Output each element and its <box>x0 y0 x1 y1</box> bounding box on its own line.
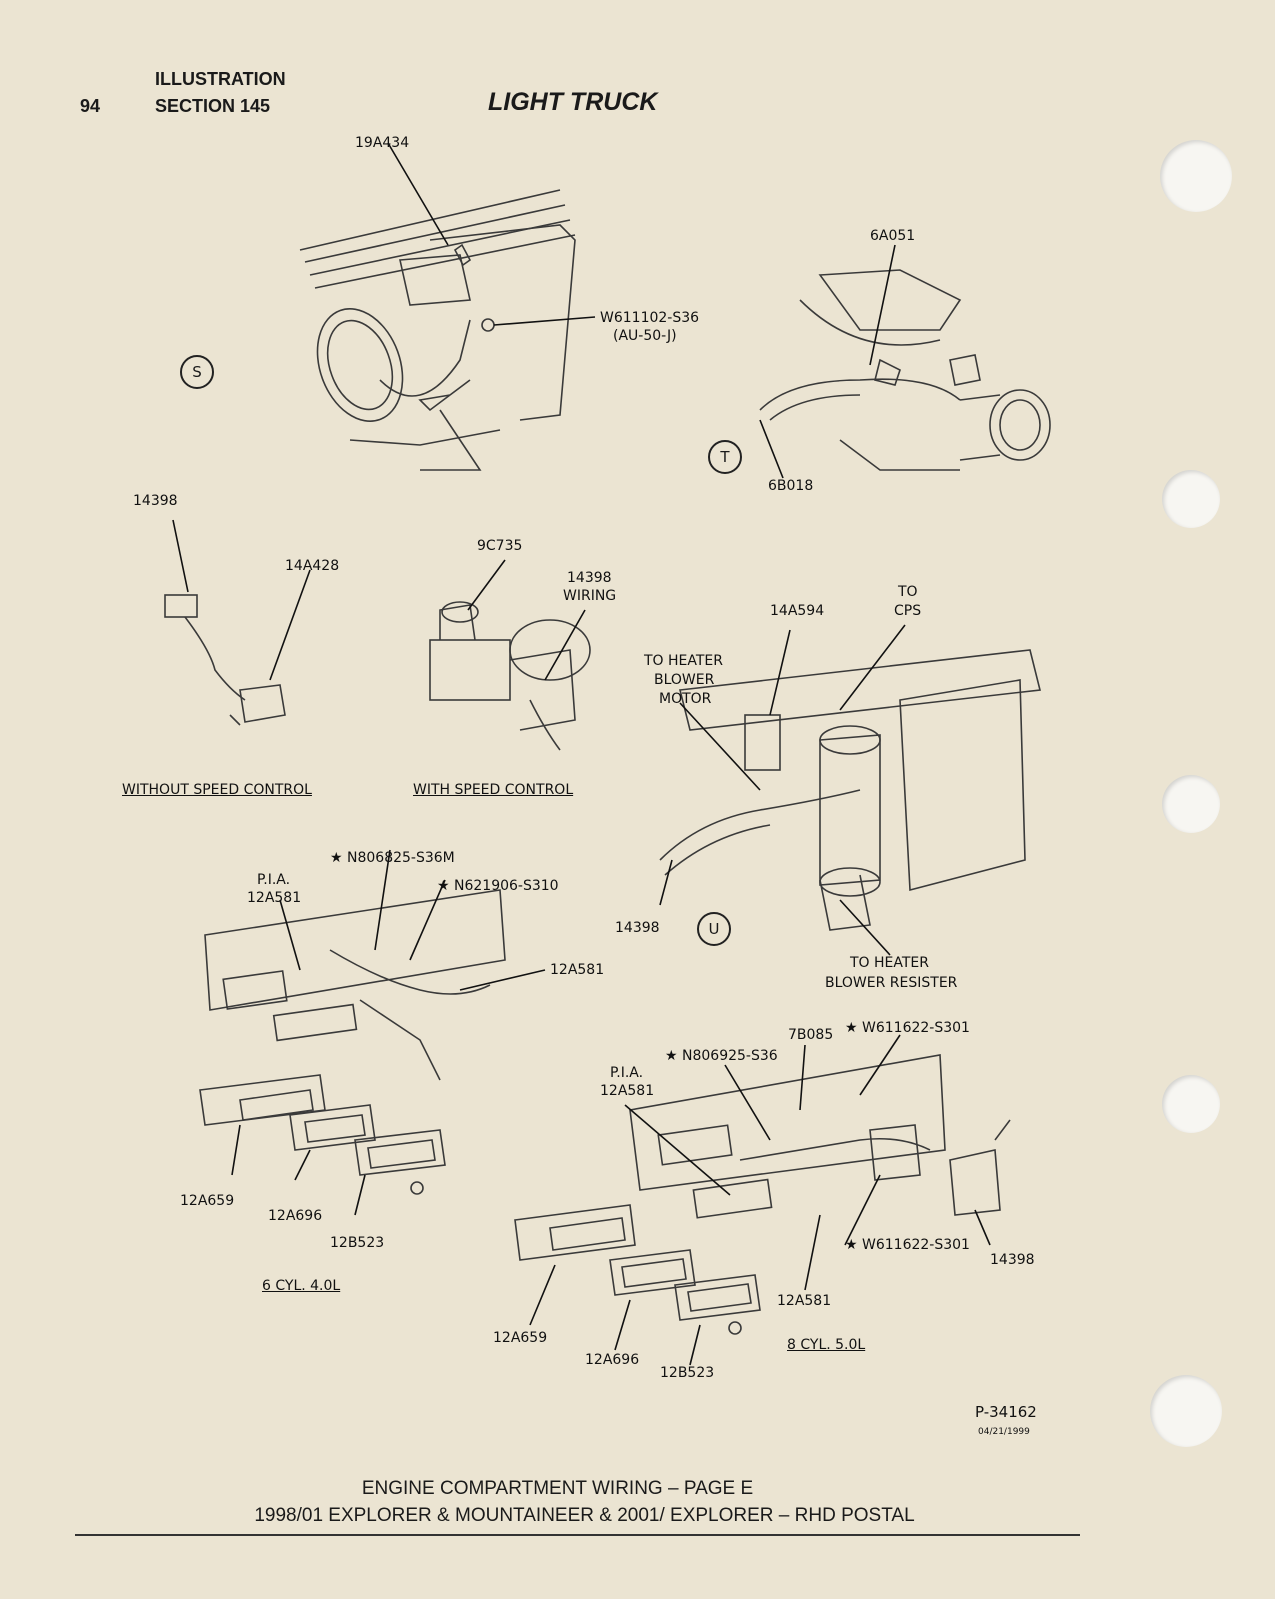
binder-hole <box>1150 1375 1222 1447</box>
label-14398-wiring: 14398 <box>567 570 612 586</box>
label-6a051: 6A051 <box>870 228 916 244</box>
caption-without-speed-control: WITHOUT SPEED CONTROL <box>122 782 312 798</box>
illustration-label: ILLUSTRATION <box>155 69 286 89</box>
label-w611102-s36: W611102-S36 <box>600 310 700 326</box>
label-to: TO <box>898 584 918 600</box>
binder-hole <box>1160 140 1232 212</box>
label-12a581-pia-8: 12A581 <box>600 1083 655 1099</box>
label-cps: CPS <box>894 603 922 619</box>
footer-line-2: 1998/01 EXPLORER & MOUNTAINEER & 2001/ E… <box>254 1505 915 1526</box>
figure-id: P-34162 <box>975 1403 1037 1421</box>
label-to-heater-2: TO HEATER <box>850 955 930 971</box>
label-n621906-s310: ★ N621906-S310 <box>437 878 559 894</box>
label-wiring: WIRING <box>563 588 617 604</box>
view-u-marker: U <box>697 912 731 946</box>
label-motor: MOTOR <box>659 691 712 707</box>
label-14398-u: 14398 <box>615 920 660 936</box>
label-12a659-8: 12A659 <box>493 1330 548 1346</box>
label-9c735: 9C735 <box>477 538 523 554</box>
label-12b523-8: 12B523 <box>660 1365 715 1381</box>
binder-hole <box>1162 775 1220 833</box>
label-w611622-s301: ★ W611622-S301 <box>845 1020 970 1036</box>
label-14398-8: 14398 <box>990 1252 1035 1268</box>
label-6b018: 6B018 <box>768 478 814 494</box>
label-12b523: 12B523 <box>330 1235 385 1251</box>
with-speed-control-drawing <box>429 559 591 751</box>
label-12a581-pia: 12A581 <box>247 890 302 906</box>
cyl8-drawing <box>514 1034 1011 1366</box>
figure-date: 04/21/1999 <box>978 1427 1030 1437</box>
label-12a659: 12A659 <box>180 1193 235 1209</box>
label-w611622-s301-2: ★ W611622-S301 <box>845 1237 970 1253</box>
footer-line-1: ENGINE COMPARTMENT WIRING – PAGE E <box>361 1478 754 1499</box>
label-12a581: 12A581 <box>550 962 605 978</box>
label-12a696: 12A696 <box>268 1208 323 1224</box>
label-7b085: 7B085 <box>788 1027 834 1043</box>
cyl6-drawing <box>199 849 546 1216</box>
view-s-drawing <box>299 142 596 471</box>
label-n806925-s36: ★ N806925-S36 <box>665 1048 778 1064</box>
label-n806825-s36m: ★ N806825-S36M <box>330 850 455 866</box>
label-to-heater: TO HEATER <box>644 653 724 669</box>
label-14a594: 14A594 <box>770 603 825 619</box>
binder-hole <box>1162 1075 1220 1133</box>
caption-8-cyl: 8 CYL. 5.0L <box>787 1337 866 1353</box>
label-14a428: 14A428 <box>285 558 340 574</box>
page-number: 94 <box>80 96 101 116</box>
label-12a581-8: 12A581 <box>777 1293 832 1309</box>
view-t-drawing <box>759 244 1051 479</box>
label-pia-8: P.I.A. <box>610 1065 644 1081</box>
binder-hole <box>1162 470 1220 528</box>
page-title: LIGHT TRUCK <box>488 88 658 116</box>
view-u-drawing <box>659 624 1041 956</box>
without-speed-control-drawing <box>164 519 311 726</box>
label-blower: BLOWER <box>654 672 715 688</box>
label-blower-resister: BLOWER RESISTER <box>825 975 958 991</box>
label-pia: P.I.A. <box>257 872 291 888</box>
caption-6-cyl: 6 CYL. 4.0L <box>262 1278 341 1294</box>
label-19a434: 19A434 <box>355 135 410 151</box>
section-label: SECTION 145 <box>155 96 271 116</box>
view-t-marker: T <box>708 440 742 474</box>
view-s-marker: S <box>180 355 214 389</box>
caption-with-speed-control: WITH SPEED CONTROL <box>413 782 574 798</box>
label-14398: 14398 <box>133 493 178 509</box>
label-12a696-8: 12A696 <box>585 1352 640 1368</box>
label-au-50-j: (AU-50-J) <box>613 328 677 344</box>
